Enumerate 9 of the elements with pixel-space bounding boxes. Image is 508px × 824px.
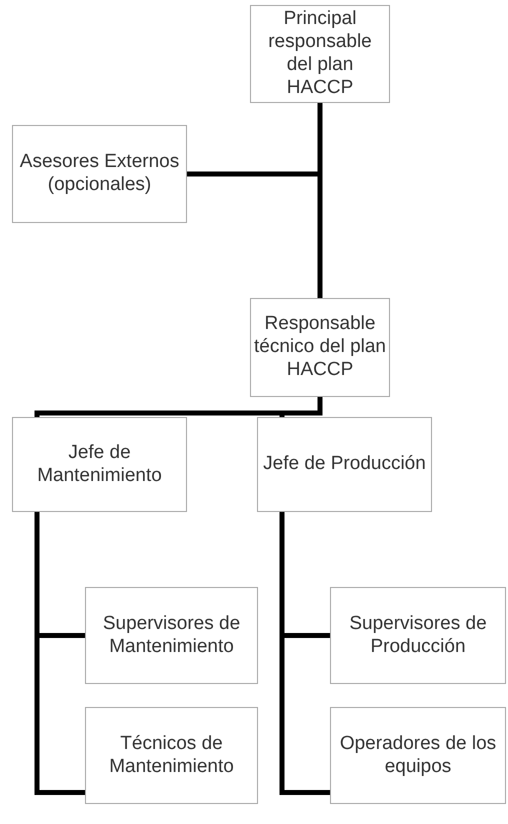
org-box: Supervisores de Producción (330, 587, 506, 684)
org-box: Responsable técnico del plan HACCP (250, 298, 390, 397)
org-box: Operadores de los equipos (330, 707, 506, 804)
org-box: Jefe de Mantenimiento (12, 417, 187, 512)
org-box: Supervisores de Mantenimiento (85, 587, 258, 684)
org-box: Asesores Externos (opcionales) (12, 125, 187, 223)
org-box: Técnicos de Mantenimiento (85, 707, 258, 804)
org-box: Principal responsable del plan HACCP (250, 5, 390, 103)
org-box: Jefe de Producción (257, 417, 432, 512)
